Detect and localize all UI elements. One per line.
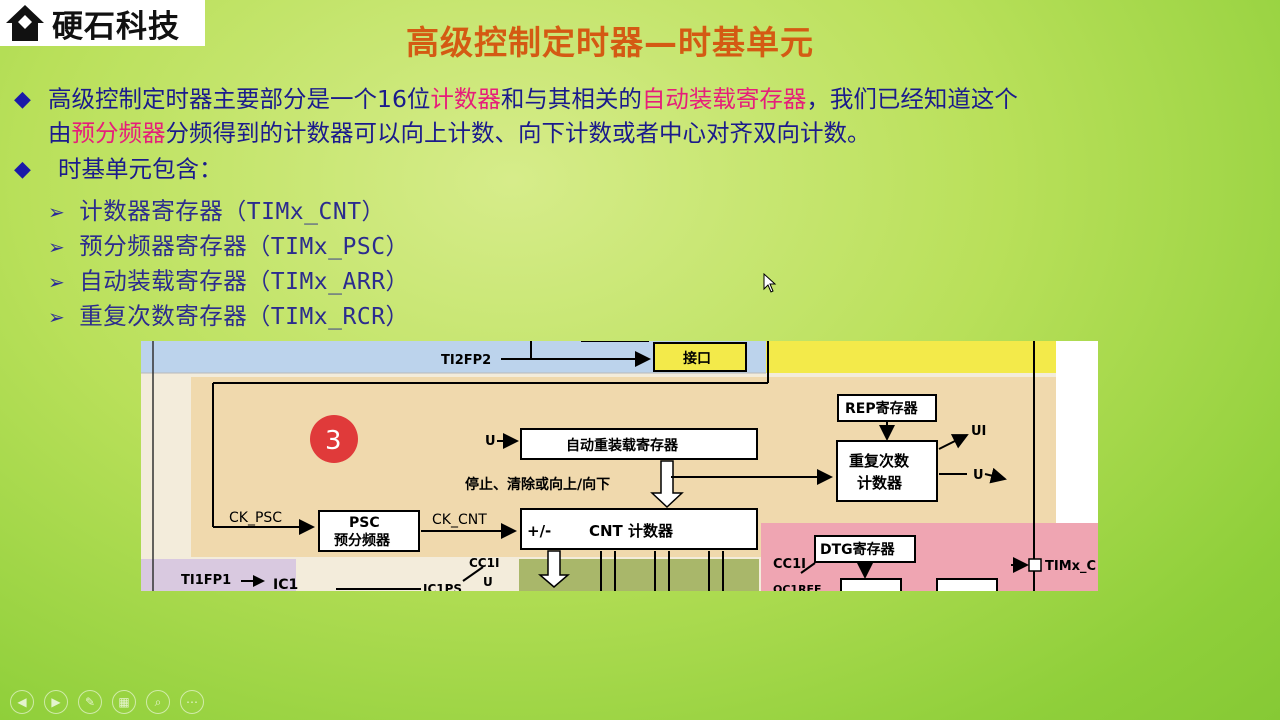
timer-block-diagram: TI2FP2 接口 CK_PSC 3 PSC 预分频器 CK_CNT U 自动重… [141,341,1098,591]
label-ic1: IC1 [273,577,298,591]
sub-item-register: （TIMx_CNT） [223,199,386,225]
sub-item-register: （TIMx_ARR） [247,269,410,295]
bullet-1-text-d: 由 [48,119,72,147]
sub-item-register: （TIMx_PSC） [247,234,410,260]
sub-item-label: 重复次数寄存器 [79,302,248,330]
rep-register-label: REP寄存器 [845,400,919,417]
rcr-line-1: 重复次数 [849,452,910,470]
label-ti1fp1: TI1FP1 [181,573,231,588]
slide-title: 高级控制定时器—时基单元 [406,23,814,62]
bullet-1-text-b: 和与其相关的 [500,85,642,113]
bullet-1-text-e: 分频得到的计数器可以向上计数、向下计数或者中心对齐双向计数。 [165,119,871,147]
psc-title: PSC [349,515,380,531]
arrow-bullet-icon: ➢ [48,235,66,259]
step-3-badge [310,415,358,463]
bullet-2-text: 时基单元包含： [58,155,223,183]
label-u-in: U [485,434,496,449]
highlight-prescaler: 预分频器 [71,119,166,147]
next-slide-icon[interactable]: ▶ [44,690,68,714]
label-u-out: U [973,468,984,483]
label-stop-clear: 停止、清除或向上/向下 [465,476,610,493]
diamond-bullet-icon: ◆ [14,87,31,112]
step-number: 3 [325,426,342,456]
label-ck-cnt: CK_CNT [432,512,487,528]
bullet-2: ◆ 时基单元包含： [14,152,1274,186]
label-ic1ps: IC1PS [423,582,462,591]
label-interface: 接口 [683,350,711,367]
label-ti2fp2: TI2FP2 [441,353,491,368]
arrow-bullet-icon: ➢ [48,200,66,224]
zoom-icon[interactable]: ⌕ [146,690,170,714]
label-cc1i-right: CC1I [773,557,806,572]
cnt-plus-minus: +/- [527,522,551,540]
dtg-register-label: DTG寄存器 [820,541,896,558]
label-cc1i: CC1I [469,556,499,570]
bullet-1: ◆ 高级控制定时器主要部分是一个16位计数器和与其相关的自动装载寄存器，我们已经… [14,82,1274,150]
label-oc1ref: OC1REF [773,583,822,591]
label-timx-ch: TIMx_C [1045,559,1096,574]
slide-body: ◆ 高级控制定时器主要部分是一个16位计数器和与其相关的自动装载寄存器，我们已经… [14,82,1274,186]
label-u-small: U [483,575,493,589]
mouse-cursor-icon [763,273,777,293]
highlight-counter: 计数器 [430,85,501,113]
sub-item-arr: ➢ 自动装载寄存器（TIMx_ARR） [48,262,409,296]
rcr-line-2: 计数器 [857,474,903,492]
pen-icon[interactable]: ✎ [78,690,102,714]
sub-item-label: 计数器寄存器 [79,197,224,225]
arrow-bullet-icon: ➢ [48,270,66,294]
bullet-1-text-c: ，我们已经知道这个 [806,85,1018,113]
arr-block-label: 自动重装载寄存器 [566,437,679,454]
slides-menu-icon[interactable]: ▦ [112,690,136,714]
highlight-autoreload: 自动装载寄存器 [641,85,807,113]
logo-house-icon [6,5,44,41]
sub-item-label: 预分频器寄存器 [79,232,248,260]
more-options-icon[interactable]: ⋯ [180,690,204,714]
bullet-1-text-a: 高级控制定时器主要部分是一个16位 [48,85,431,113]
sub-item-register: （TIMx_RCR） [247,304,410,330]
sub-item-psc: ➢ 预分频器寄存器（TIMx_PSC） [48,227,409,261]
label-ck-psc: CK_PSC [229,510,282,526]
label-ui: UI [971,424,986,439]
sub-item-cnt: ➢ 计数器寄存器（TIMx_CNT） [48,192,385,226]
presentation-toolbar: ◀ ▶ ✎ ▦ ⌕ ⋯ [10,690,204,714]
sub-item-rcr: ➢ 重复次数寄存器（TIMx_RCR） [48,297,409,331]
cnt-block-label: CNT 计数器 [589,522,674,540]
prev-slide-icon[interactable]: ◀ [10,690,34,714]
arrow-bullet-icon: ➢ [48,305,66,329]
logo-text: 硬石科技 [52,8,180,45]
sub-item-label: 自动装载寄存器 [79,267,248,295]
diamond-bullet-icon: ◆ [14,157,31,182]
company-logo: 硬石科技 [0,0,205,46]
psc-subtitle: 预分频器 [334,532,391,549]
